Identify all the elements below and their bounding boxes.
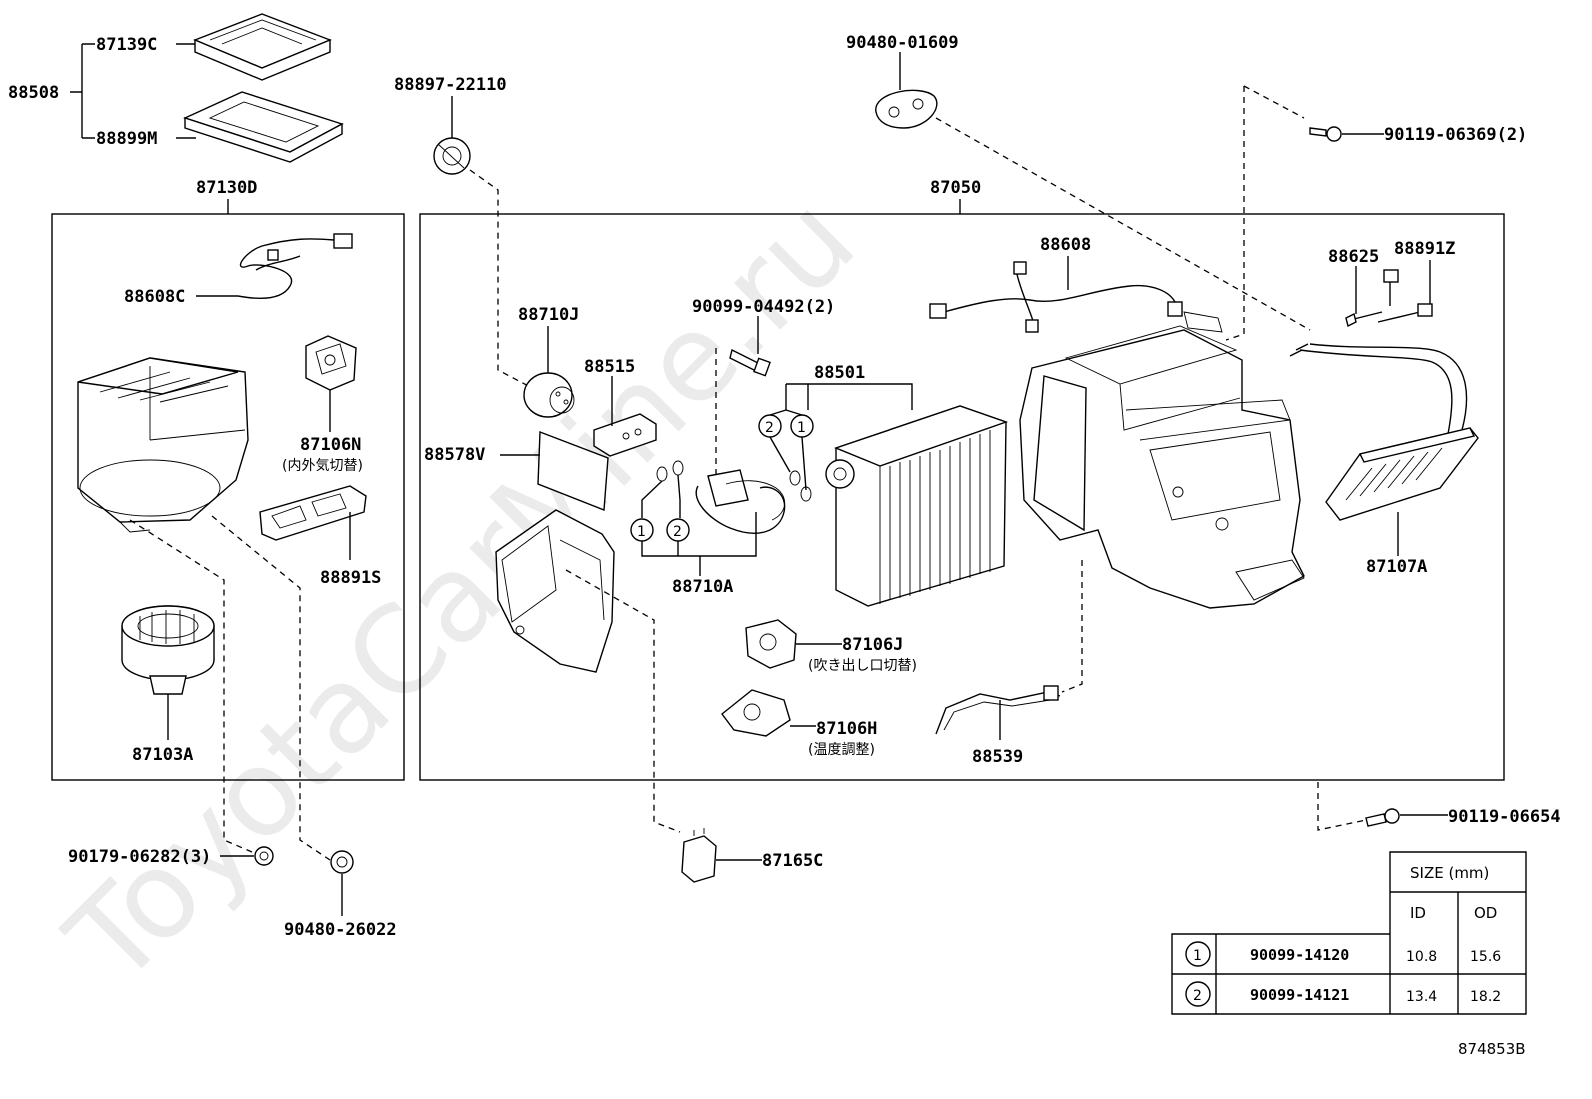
label-87050[interactable]: 87050 <box>930 178 981 198</box>
wire-harness-88608C-shape <box>237 233 353 299</box>
part-88578V-shape <box>537 430 609 511</box>
blower-box-frame <box>51 213 405 781</box>
servo-87106N-shape <box>305 335 357 391</box>
size-row-2-part[interactable]: 90099-14121 <box>1250 986 1349 1004</box>
sensor-88891Z-shape <box>1377 303 1433 323</box>
heater-case-shape <box>1019 311 1305 609</box>
label-90099-04492[interactable]: 90099-04492(2) <box>692 297 835 317</box>
label-88710A[interactable]: 88710A <box>672 577 733 597</box>
wire-harness-88608-shape <box>929 261 1183 333</box>
label-87106N[interactable]: 87106N <box>300 435 361 455</box>
air-duct-shape <box>495 509 615 673</box>
grommet-88897-shape <box>433 137 471 175</box>
size-row-1-id: 10.8 <box>1406 949 1437 965</box>
size-table-id-header: ID <box>1410 904 1426 922</box>
label-88897-22110[interactable]: 88897-22110 <box>394 75 507 95</box>
size-row-2-id: 13.4 <box>1406 989 1437 1005</box>
size-row-1-part[interactable]: 90099-14120 <box>1250 946 1349 964</box>
callout-2-left-text: 2 <box>673 524 682 540</box>
size-table-title: SIZE (mm) <box>1410 864 1489 882</box>
label-87106N-note: (内外気切替) <box>282 458 363 474</box>
sensor-88625-shape <box>1345 269 1399 328</box>
size-row-1-mark-circle <box>1185 941 1211 967</box>
size-table: SIZE (mm) ID OD 1 90099-14120 10.8 15.6 … <box>1171 851 1527 1015</box>
label-87107A[interactable]: 87107A <box>1366 557 1427 577</box>
label-88578V[interactable]: 88578V <box>424 445 485 465</box>
label-88501[interactable]: 88501 <box>814 363 865 383</box>
label-90119-06369[interactable]: 90119-06369(2) <box>1384 125 1527 145</box>
fasteners-left: 90179-06282(3) 90480-26022 <box>68 846 397 940</box>
servo-87106J-shape <box>745 619 797 669</box>
label-87165C[interactable]: 87165C <box>762 851 823 871</box>
drawing-id: 874853B <box>1458 1040 1526 1058</box>
size-row-2-od: 18.2 <box>1470 989 1501 1005</box>
blower-unit-box: 87130D 88608C 87106N (内外気切替) <box>51 178 405 861</box>
size-table-od-header: OD <box>1474 904 1497 922</box>
blower-motor-shape <box>121 605 215 695</box>
air-filter-shape <box>193 13 332 81</box>
bolt-90119-06654-shape <box>1365 808 1400 827</box>
filter-case-shape <box>183 91 344 163</box>
heater-core-shape <box>1289 343 1479 521</box>
relay-87165C-shape <box>681 828 717 883</box>
label-90179-06282[interactable]: 90179-06282(3) <box>68 847 211 867</box>
evaporator-core-shape <box>825 405 1009 607</box>
label-88891Z[interactable]: 88891Z <box>1394 239 1455 259</box>
bolt-90099-04492-shape <box>729 348 771 377</box>
size-row-1-mark: 1 <box>1193 948 1202 964</box>
label-88625[interactable]: 88625 <box>1328 247 1379 267</box>
filter-group: 88508 87139C 88899M <box>8 13 344 163</box>
label-87106H[interactable]: 87106H <box>816 719 877 739</box>
label-90480-01609[interactable]: 90480-01609 <box>846 33 959 53</box>
grommet-90480-01609-shape <box>875 89 938 129</box>
callout-1-right-text: 1 <box>797 420 806 436</box>
heater-unit-box: 87050 88897-22110 88710J 88515 <box>394 33 1527 833</box>
part-88891S-shape <box>259 485 367 541</box>
clip-90480-26022-shape <box>330 850 354 874</box>
label-87106H-note: (温度調整) <box>808 742 875 758</box>
label-88899M[interactable]: 88899M <box>96 129 157 149</box>
drain-hose-shape <box>935 685 1061 735</box>
label-88891S[interactable]: 88891S <box>320 568 381 588</box>
label-88515[interactable]: 88515 <box>584 357 635 377</box>
size-row-2-mark: 2 <box>1193 988 1202 1004</box>
label-87103A[interactable]: 87103A <box>132 745 193 765</box>
label-87139C[interactable]: 87139C <box>96 35 157 55</box>
nut-90179-shape <box>254 846 274 866</box>
oring-2-right <box>789 470 801 486</box>
bolt-90119-06369-shape <box>1309 126 1342 142</box>
label-88508[interactable]: 88508 <box>8 83 59 103</box>
label-88539[interactable]: 88539 <box>972 747 1023 767</box>
size-row-1-od: 15.6 <box>1470 949 1501 965</box>
label-90480-26022[interactable]: 90480-26022 <box>284 920 397 940</box>
oring-1-right <box>800 486 812 502</box>
size-row-2-mark-circle <box>1185 981 1211 1007</box>
label-87106J[interactable]: 87106J <box>842 635 903 655</box>
label-90119-06654[interactable]: 90119-06654 <box>1448 807 1561 827</box>
label-87106J-note: (吹き出し口切替) <box>808 658 917 674</box>
blower-housing-shape <box>77 357 249 533</box>
label-88710J[interactable]: 88710J <box>518 305 579 325</box>
label-88608[interactable]: 88608 <box>1040 235 1091 255</box>
callout-1-left-text: 1 <box>637 524 646 540</box>
label-87130D[interactable]: 87130D <box>196 178 257 198</box>
callout-2-right-text: 2 <box>765 420 774 436</box>
expansion-pipe-88710A-shape <box>695 469 786 534</box>
label-88608C[interactable]: 88608C <box>124 287 185 307</box>
servo-87106H-shape <box>721 689 791 737</box>
heater-box-frame <box>419 213 1505 781</box>
part-88515-shape <box>593 413 657 457</box>
